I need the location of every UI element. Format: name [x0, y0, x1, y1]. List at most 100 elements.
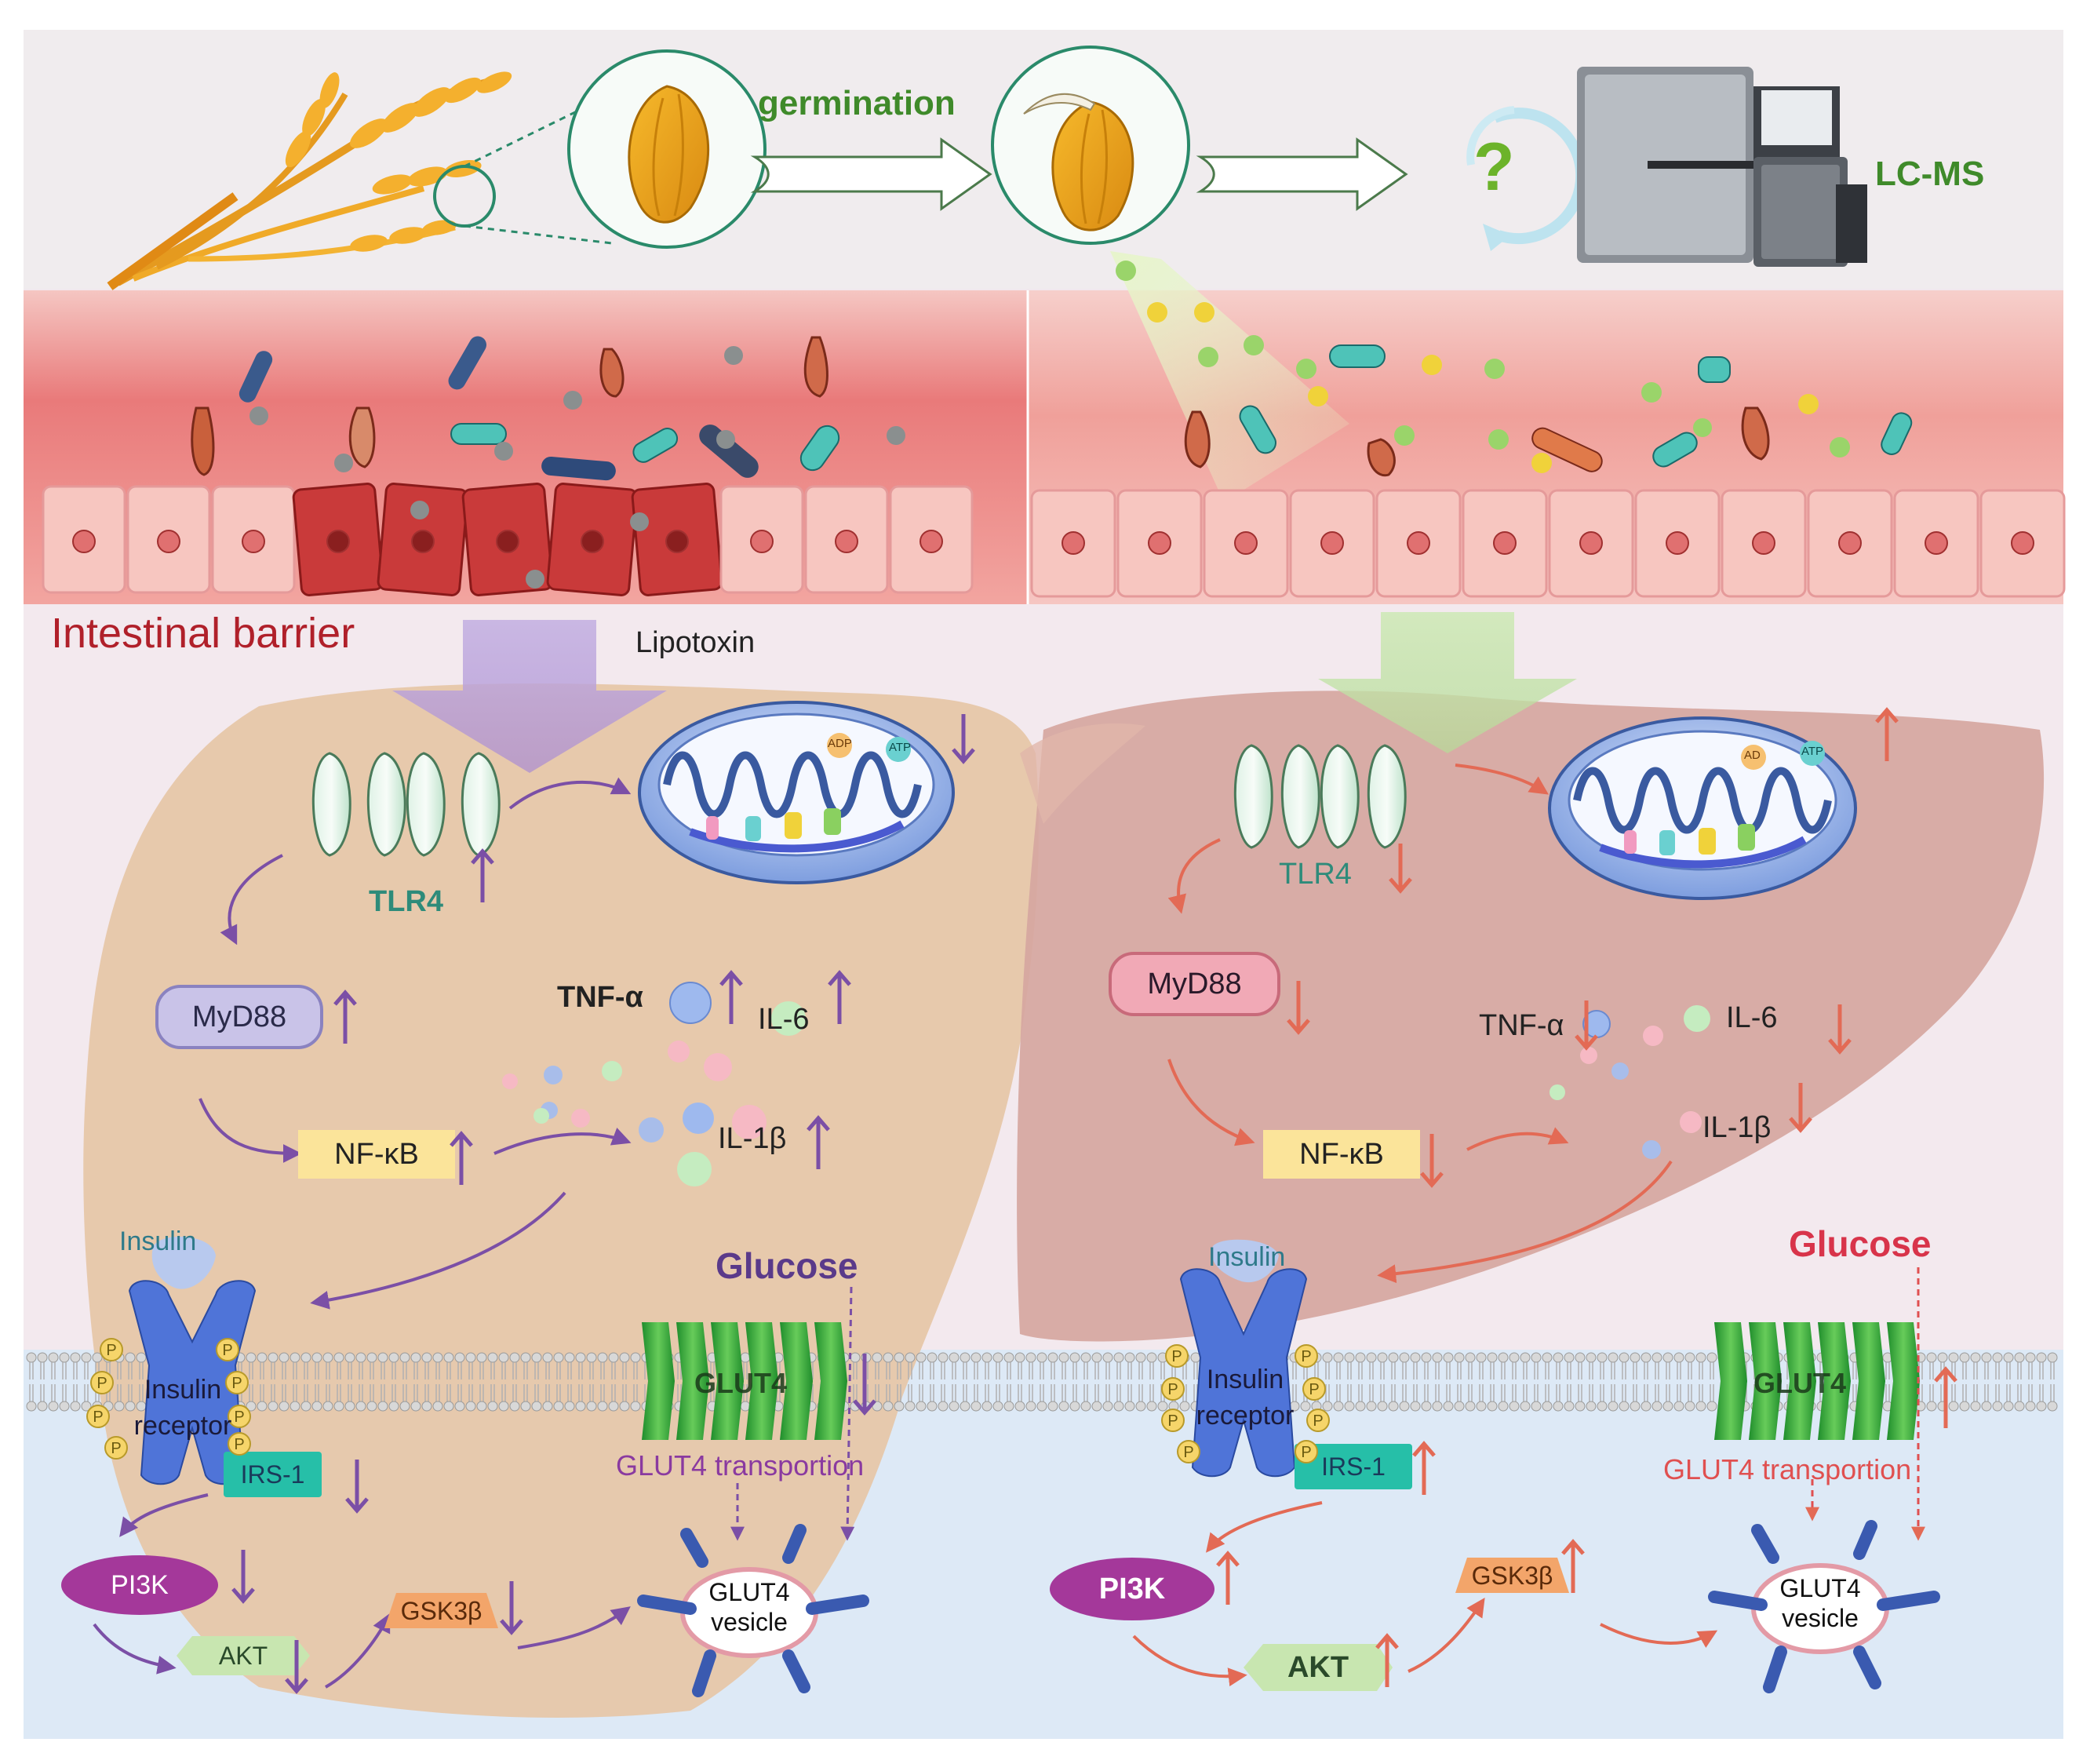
epithelial-cell	[1721, 489, 1807, 598]
nfkb-text-right: NF-κB	[1299, 1138, 1384, 1171]
phosphate-group: P	[228, 1432, 251, 1456]
question-mark: ?	[1473, 129, 1515, 205]
glut4-label-right: GLUT4	[1753, 1367, 1847, 1399]
phosphate-group: P	[216, 1338, 239, 1361]
tlr4-receptor-left	[311, 752, 501, 857]
glucose-flux-left	[730, 1286, 855, 1541]
gsk3b-text-right: GSK3β	[1471, 1561, 1553, 1590]
myd88-down-arrow	[1287, 981, 1310, 1035]
phosphate-group: P	[104, 1436, 128, 1460]
phosphate-group: P	[228, 1405, 251, 1428]
glut4-transportion-label-left: GLUT4 transportion	[616, 1449, 865, 1482]
epithelial-cell	[42, 485, 126, 594]
svg-text:P: P	[234, 1409, 244, 1426]
mitochondrion-left	[638, 701, 955, 884]
irs1-node-left	[224, 1452, 322, 1497]
epithelial-cell	[1030, 489, 1116, 598]
lipotoxin-entry-arrow	[392, 620, 667, 773]
phosphate-group: P	[225, 1371, 249, 1394]
svg-text:P: P	[106, 1342, 116, 1359]
akt-node-right	[1244, 1644, 1393, 1691]
pi3k-up-arrow	[1216, 1551, 1240, 1605]
epithelial-cell	[1807, 489, 1893, 598]
phosphate-group: P	[100, 1338, 123, 1361]
glut4-vesicle-label-left: GLUT4 vesicle	[708, 1578, 790, 1636]
svg-text:P: P	[222, 1342, 232, 1359]
akt-node-left	[177, 1636, 310, 1675]
regulation-arrows-left	[231, 714, 975, 1694]
insulin-label-left: Insulin	[119, 1226, 197, 1256]
glut4-transporter-right	[1714, 1322, 1920, 1440]
glut4-transporter-left	[642, 1322, 847, 1440]
myd88-node-right	[1109, 952, 1280, 1016]
phosphate-group: P	[1295, 1344, 1318, 1368]
tnfa-down-arrow	[1575, 1000, 1598, 1051]
svg-text:P: P	[97, 1375, 107, 1392]
analysis-arrow	[1196, 137, 1408, 211]
atp-down-arrow	[952, 714, 975, 764]
il1b-label-left: IL-1β	[718, 1122, 787, 1155]
irs1-node-right	[1295, 1444, 1412, 1489]
epithelial-cell	[1634, 489, 1721, 598]
akt-text-right: AKT	[1287, 1651, 1349, 1684]
il6-label-left: IL-6	[758, 1003, 810, 1036]
tlr4-receptor-right	[1233, 744, 1407, 849]
metabolite-beam	[1110, 251, 1349, 502]
atp-up-arrow	[1875, 707, 1899, 761]
phosphate-group: P	[86, 1405, 110, 1428]
regulation-arrows-right	[1216, 707, 1957, 1687]
svg-text:P: P	[111, 1440, 121, 1457]
glut4-vesicle-right	[1708, 1520, 1940, 1693]
tnfa-label-right: TNF-α	[1479, 1009, 1564, 1042]
germinated-seed-icon	[991, 46, 1190, 245]
svg-text:P: P	[1301, 1348, 1311, 1365]
glucose-label-right: Glucose	[1789, 1223, 1932, 1264]
nfkb-up-arrow	[450, 1131, 473, 1185]
cytokine-particles-left	[502, 982, 806, 1186]
germination-label: germination	[758, 84, 956, 122]
atp-label-right: ATP	[1801, 745, 1824, 758]
pi3k-node-right	[1050, 1558, 1214, 1620]
epithelial-cell	[1203, 489, 1289, 598]
svg-text:P: P	[1313, 1412, 1323, 1430]
svg-text:P: P	[1171, 1348, 1182, 1365]
irs1-text-right: IRS-1	[1321, 1452, 1386, 1481]
myd88-node-left	[155, 985, 323, 1049]
pi3k-down-arrow	[231, 1550, 255, 1604]
insulin-label-right: Insulin	[1208, 1242, 1286, 1272]
gsk3b-node-left	[384, 1593, 498, 1628]
epithelial-cell	[804, 485, 889, 594]
svg-text:P: P	[1167, 1381, 1178, 1398]
glut4-down-arrow	[853, 1354, 876, 1416]
damaged-epithelial-cell	[461, 483, 554, 596]
adp-label-right: AD	[1744, 749, 1761, 762]
insulin-receptor-label-right: Insulin receptor	[1196, 1365, 1295, 1431]
nfkb-down-arrow	[1420, 1134, 1444, 1188]
epithelial-cell	[1289, 489, 1375, 598]
phosphate-group: P	[1161, 1409, 1185, 1432]
epithelial-cell	[1375, 489, 1462, 598]
nfkb-text-left: NF-κB	[334, 1138, 419, 1171]
epithelial-cell	[719, 485, 804, 594]
epithelial-cell	[1116, 489, 1203, 598]
epithelial-cell	[1893, 489, 1979, 598]
lcms-instrument-icon	[1577, 67, 1867, 267]
irs1-up-arrow	[1412, 1441, 1436, 1495]
phosphate-group: P	[1306, 1409, 1330, 1432]
pathway-arrows-right	[1132, 764, 1718, 1687]
phosphate-group: P	[1177, 1440, 1200, 1463]
glucose-label-left: Glucose	[716, 1245, 858, 1286]
pi3k-node-left	[61, 1555, 218, 1615]
gsk3b-text-left: GSK3β	[400, 1596, 483, 1625]
insulin-receptor-right	[1179, 1268, 1308, 1478]
damaged-epithelial-cell	[631, 483, 723, 596]
liver-left	[83, 683, 1039, 1718]
il1b-up-arrow	[807, 1115, 830, 1169]
phosphate-group: P	[1295, 1440, 1318, 1463]
svg-text:P: P	[1167, 1412, 1178, 1430]
damaged-epithelial-cell	[292, 483, 384, 596]
wheat-icon	[107, 71, 512, 290]
pi3k-text-right: PI3K	[1098, 1573, 1166, 1605]
